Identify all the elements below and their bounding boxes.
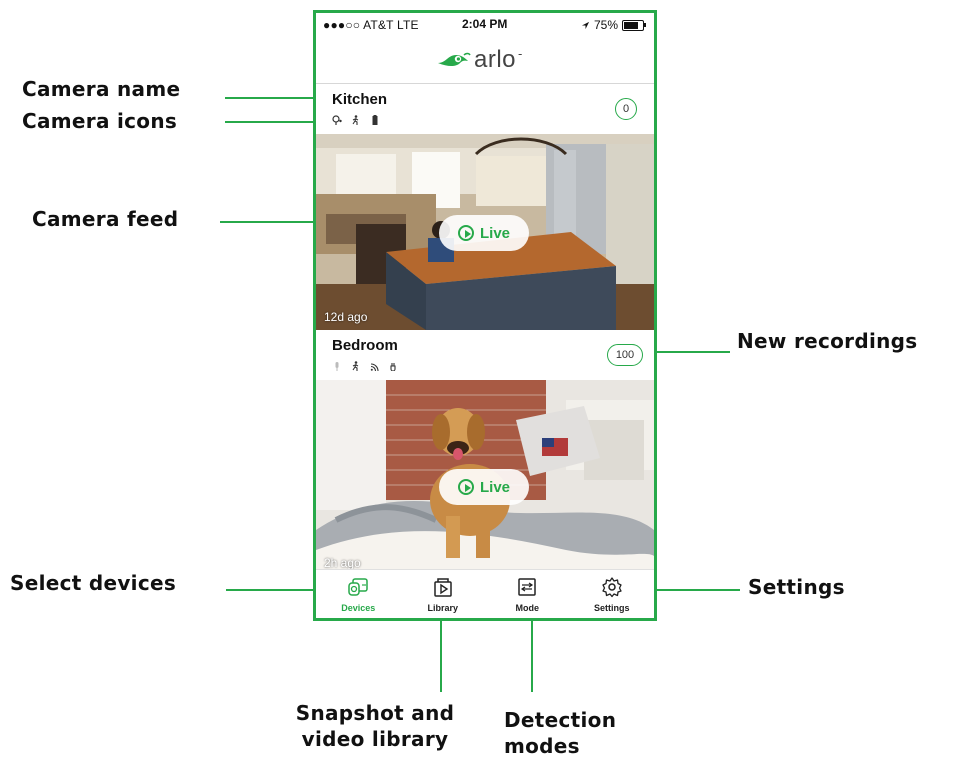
wifi-signal-icon: [370, 361, 380, 372]
camera-card-header-bedroom[interactable]: Bedroom 100: [316, 330, 654, 380]
camera-name: Kitchen: [332, 91, 388, 108]
connector-new-recordings: [638, 351, 730, 353]
kitchen-feed-image: [316, 134, 654, 330]
connector-modes: [531, 620, 533, 692]
live-label: Live: [479, 478, 510, 496]
callout-library-line1: Snapshot and: [295, 701, 455, 725]
tab-label: Mode: [515, 603, 540, 613]
status-right: 75%: [581, 18, 646, 32]
camera-feed-bedroom[interactable]: Live 2h ago: [316, 380, 654, 576]
tab-label: Library: [427, 603, 458, 613]
callout-library: Snapshot and video library: [275, 700, 475, 752]
recordings-badge[interactable]: 100: [607, 344, 643, 366]
recordings-badge[interactable]: 0: [615, 98, 637, 120]
connector-camera-name: [225, 97, 313, 99]
tab-label: Devices: [341, 603, 376, 613]
tab-devices[interactable]: Devices: [316, 570, 401, 618]
callout-camera-feed: Camera feed: [32, 207, 179, 231]
camera-icons: [332, 115, 380, 125]
bottom-tab-bar: Devices Library Mode Settings: [316, 569, 654, 618]
live-button[interactable]: Live: [439, 469, 529, 505]
battery-percent: 75%: [593, 18, 618, 32]
carrier-signal: ●●●○○ AT&T LTE: [323, 18, 419, 32]
callout-settings: Settings: [748, 575, 845, 599]
callout-modes-line2: modes: [504, 734, 580, 758]
phone-screen: ●●●○○ AT&T LTE 2:04 PM 75% arlo - Kitche…: [313, 10, 657, 621]
connector-library: [440, 620, 442, 692]
gear-icon: [602, 577, 622, 598]
last-seen: 12d ago: [324, 310, 368, 324]
arlo-logo: arlo -: [436, 46, 522, 74]
connector-settings: [630, 589, 740, 591]
camera-name: Bedroom: [332, 337, 398, 354]
mode-icon: [518, 578, 536, 596]
logo-mark: -: [518, 47, 523, 61]
camera-card-header-kitchen[interactable]: Kitchen 0: [316, 84, 654, 134]
connector-camera-feed: [220, 221, 313, 223]
tab-label: Settings: [593, 603, 630, 613]
play-icon: [457, 225, 474, 241]
connector-select-devices: [226, 589, 344, 591]
location-arrow-icon: [581, 21, 590, 29]
devices-icon: [348, 578, 368, 596]
status-bar: ●●●○○ AT&T LTE 2:04 PM 75%: [316, 13, 654, 35]
callout-modes-line1: Detection: [504, 708, 617, 732]
play-icon: [457, 479, 474, 495]
motion-icon: [351, 361, 361, 371]
callout-library-line2: video library: [301, 727, 449, 751]
app-header: arlo -: [316, 35, 654, 84]
tab-library[interactable]: Library: [401, 570, 486, 618]
live-label: Live: [479, 224, 510, 242]
callout-camera-icons: Camera icons: [22, 109, 178, 133]
logo-text: arlo: [474, 46, 517, 73]
connector-camera-icons: [225, 121, 313, 123]
motion-icon: [351, 115, 361, 125]
camera-feed-kitchen[interactable]: Live 12d ago: [316, 134, 654, 330]
callout-new-recordings: New recordings: [737, 329, 918, 353]
camera-icons: [332, 361, 399, 372]
arlo-bird-icon: [438, 52, 471, 66]
library-icon: [434, 578, 452, 597]
live-button[interactable]: Live: [439, 215, 529, 251]
mic-icon: [332, 361, 342, 371]
callout-modes: Detection modes: [504, 707, 616, 759]
battery-level-icon: [370, 115, 380, 125]
status-time: 2:04 PM: [462, 17, 508, 31]
power-plug-icon: [389, 361, 399, 372]
tab-settings[interactable]: Settings: [570, 570, 655, 618]
battery-icon: [622, 19, 646, 31]
callout-camera-name: Camera name: [22, 77, 181, 101]
callout-select-devices: Select devices: [10, 571, 177, 595]
tab-mode[interactable]: Mode: [485, 570, 570, 618]
audio-icon: [332, 115, 342, 125]
last-seen: 2h ago: [324, 556, 361, 570]
